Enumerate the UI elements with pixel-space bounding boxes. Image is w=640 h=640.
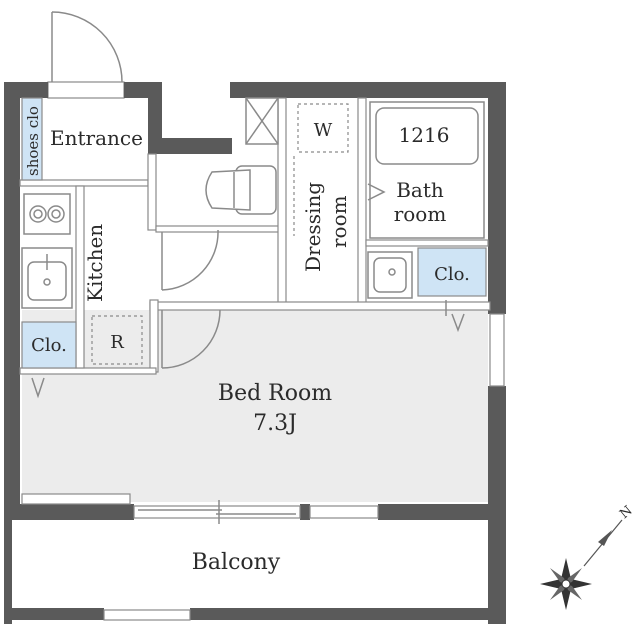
closet-left bbox=[21, 321, 77, 369]
balcony-window bbox=[133, 500, 379, 524]
refrigerator-label: R bbox=[110, 332, 124, 353]
bedroom-door bbox=[161, 309, 221, 369]
bath-label-line2: room bbox=[394, 202, 447, 226]
bedroom-bottom-strip bbox=[21, 493, 131, 505]
dressing-label-line2: room bbox=[327, 195, 351, 248]
kitchen-sink bbox=[21, 247, 73, 309]
closet-right-label: Clo. bbox=[434, 264, 470, 285]
bedroom-size: 7.3J bbox=[253, 411, 297, 436]
kitchen-label: Kitchen bbox=[83, 224, 107, 302]
washer-label: W bbox=[314, 120, 333, 141]
closet-right-arrow bbox=[451, 313, 465, 333]
outer-walls bbox=[4, 82, 506, 624]
bedroom-floor bbox=[22, 310, 488, 502]
closet-left-label: Clo. bbox=[31, 335, 67, 356]
right-window bbox=[489, 313, 505, 387]
washer-space bbox=[297, 103, 349, 153]
toilet-door bbox=[161, 229, 219, 291]
entrance-label: Entrance bbox=[50, 126, 143, 150]
north-label: N bbox=[617, 503, 635, 522]
bedroom-label: Bed Room bbox=[218, 381, 332, 406]
vent-box bbox=[245, 97, 279, 145]
kitchen-stove bbox=[23, 193, 71, 235]
bathtub bbox=[369, 101, 485, 239]
dressing-label-line1: Dressing bbox=[301, 182, 325, 272]
wash-basin bbox=[367, 251, 413, 299]
closet-right bbox=[417, 247, 487, 297]
shoes-closet-label: shoes clo bbox=[24, 106, 42, 176]
bath-door-arrow bbox=[367, 183, 386, 201]
balcony-bottom-opening bbox=[103, 609, 191, 621]
refrigerator-space bbox=[91, 315, 143, 365]
shoes-closet bbox=[21, 97, 43, 181]
north-arrow-icon bbox=[583, 519, 623, 567]
bath-unit-label: 1216 bbox=[399, 123, 450, 147]
bath-label-line1: Bath bbox=[396, 178, 444, 202]
balcony-label: Balcony bbox=[192, 550, 281, 575]
entrance-door bbox=[47, 11, 125, 99]
compass-rose-icon bbox=[540, 558, 592, 610]
closet-left-arrow bbox=[31, 377, 45, 399]
interior-walls bbox=[19, 97, 491, 375]
toilet bbox=[205, 165, 277, 215]
